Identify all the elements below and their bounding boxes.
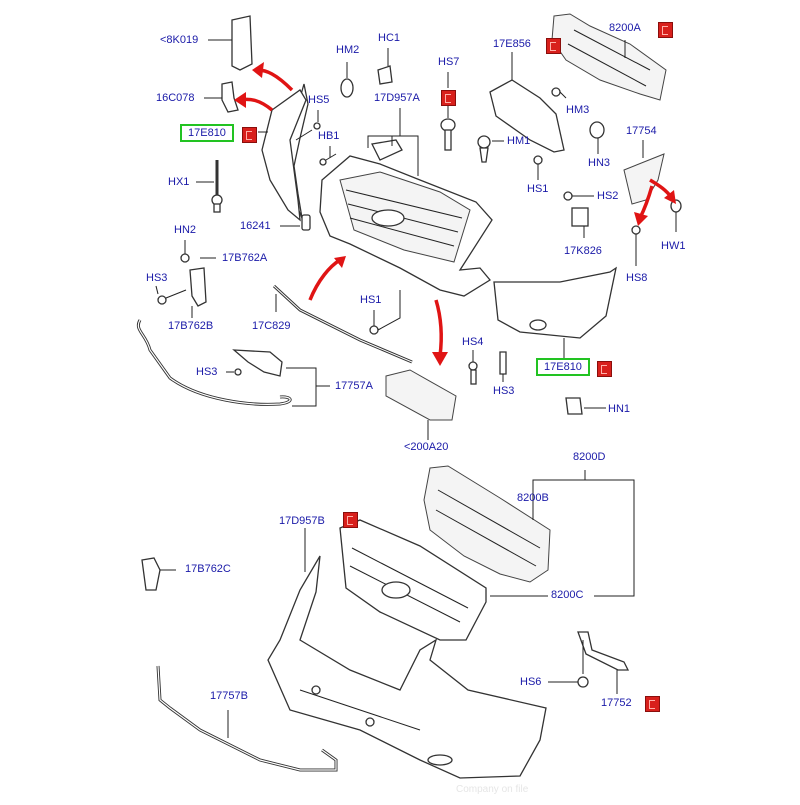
label-200A20: <200A20 — [404, 441, 449, 453]
part-8K019-bracket — [208, 15, 253, 71]
label-17B762B: 17B762B — [168, 320, 214, 332]
part-lower-fasteners — [369, 290, 606, 415]
direction-arrows — [234, 62, 676, 366]
label-HS8: HS8 — [626, 272, 648, 284]
label-8K019: <8K019 — [160, 34, 199, 46]
part-16241-clip — [280, 214, 311, 231]
label-HS2: HS2 — [597, 190, 619, 202]
label-17B762A: 17B762A — [222, 252, 268, 264]
part-17754-assembly — [563, 140, 682, 266]
label-HN2: HN2 — [174, 224, 197, 236]
label-17757A: 17757A — [335, 380, 373, 392]
label-HM3: HM3 — [566, 104, 590, 116]
label-17D957A: 17D957A — [374, 92, 420, 104]
watermark: Company on file — [456, 784, 529, 795]
label-HS3: HS3 — [146, 272, 168, 284]
label-17E810-highlighted: 17E810 — [180, 124, 234, 142]
part-8200B-mesh-grille — [423, 465, 635, 597]
label-17B762C: 17B762C — [185, 563, 231, 575]
label-HM1: HM1 — [507, 135, 531, 147]
label-HW1: HW1 — [661, 240, 686, 252]
part-17E856-bracket — [489, 52, 565, 153]
part-200A20-insert — [385, 369, 457, 440]
label-17754: 17754 — [626, 125, 657, 137]
label-17E856: 17E856 — [493, 38, 531, 50]
marker-icon — [645, 696, 660, 712]
label-17D957B: 17D957B — [279, 515, 325, 527]
label-HS3: HS3 — [493, 385, 515, 397]
label-HS1: HS1 — [360, 294, 382, 306]
label-17C829: 17C829 — [252, 320, 291, 332]
label-HS6: HS6 — [520, 676, 542, 688]
marker-icon — [343, 512, 358, 528]
part-17757A-wire — [136, 319, 330, 407]
label-8200A: 8200A — [609, 22, 641, 34]
label-HN1: HN1 — [608, 403, 631, 415]
part-8200A-mesh — [551, 13, 667, 101]
label-HS4: HS4 — [462, 336, 484, 348]
marker-icon — [441, 90, 456, 106]
part-HM-fasteners — [477, 87, 605, 180]
part-HX1-rivet — [196, 160, 223, 213]
label-HS3: HS3 — [196, 366, 218, 378]
marker-icon — [597, 361, 612, 377]
label-HB1: HB1 — [318, 130, 340, 142]
part-16C078-clip — [204, 81, 239, 113]
label-17E810-highlighted: 17E810 — [536, 358, 590, 376]
part-8200C-grille — [339, 519, 548, 641]
label-8200D: 8200D — [573, 451, 606, 463]
part-17E810-end-cap — [493, 266, 617, 358]
part-17D957A-grille — [319, 108, 493, 297]
marker-icon — [546, 38, 561, 54]
label-17K826: 17K826 — [564, 245, 602, 257]
label-17752: 17752 — [601, 697, 632, 709]
part-17B762C-bracket — [141, 557, 176, 591]
label-HX1: HX1 — [168, 176, 190, 188]
label-8200C: 8200C — [551, 589, 584, 601]
part-17757B-wire — [156, 665, 338, 772]
label-HS5: HS5 — [308, 94, 330, 106]
marker-icon — [242, 127, 257, 143]
label-16C078: 16C078 — [156, 92, 195, 104]
part-HM2-HC1 — [340, 48, 393, 98]
part-HS7-bolt — [440, 72, 456, 151]
part-17752-bracket — [548, 631, 630, 694]
label-17757B: 17757B — [210, 690, 248, 702]
part-17C829-strip — [272, 284, 413, 364]
label-HS1: HS1 — [527, 183, 549, 195]
part-17B762-bracket-assembly — [155, 240, 216, 318]
part-fasteners-upper-left — [295, 110, 337, 166]
label-HM2: HM2 — [336, 44, 360, 56]
label-HN3: HN3 — [588, 157, 611, 169]
label-8200B: 8200B — [517, 492, 549, 504]
label-HS7: HS7 — [438, 56, 460, 68]
label-HC1: HC1 — [378, 32, 401, 44]
marker-icon — [658, 22, 673, 38]
label-16241: 16241 — [240, 220, 271, 232]
part-front-bumper-cover — [267, 528, 547, 779]
